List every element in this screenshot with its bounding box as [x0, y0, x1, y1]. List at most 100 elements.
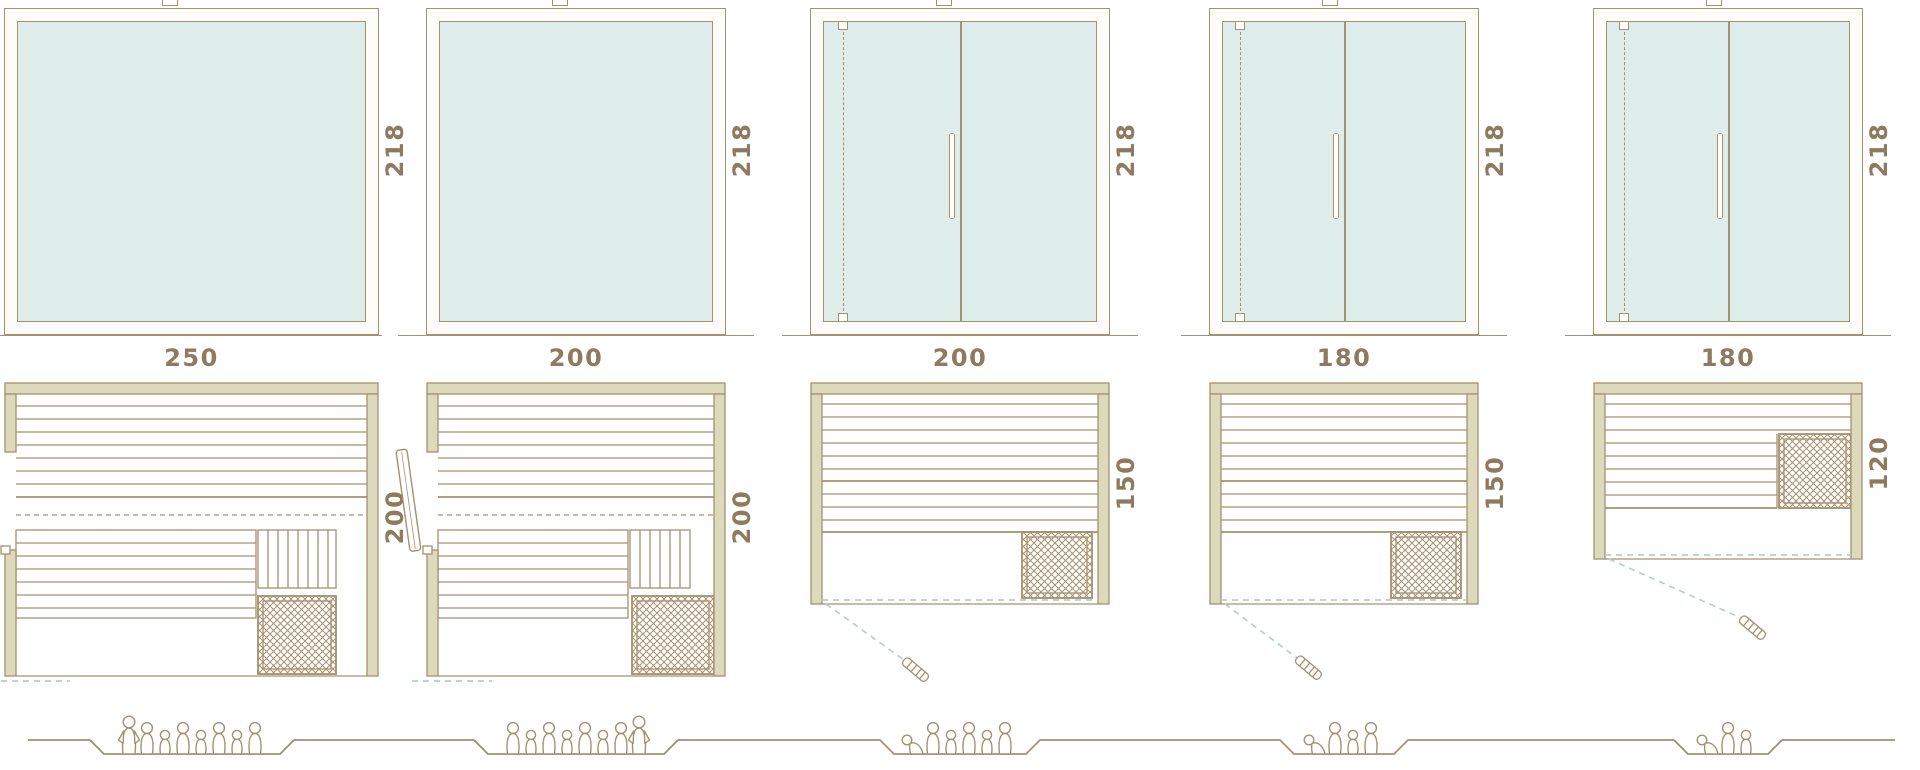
floor-line [782, 335, 1138, 336]
door-leaf [900, 655, 931, 684]
door-pivot-bottom [838, 313, 849, 322]
door-hinge-dashed-line [1239, 22, 1241, 321]
person-icon [1721, 721, 1735, 755]
person-icon [1696, 734, 1719, 755]
door-handle [1717, 132, 1723, 219]
wall-left-lower [4, 549, 17, 677]
upper-bench-slats [1221, 403, 1467, 470]
width-dimension-label: 180 [1700, 344, 1756, 372]
capacity-group-8 [117, 715, 262, 755]
wall-top [1209, 382, 1479, 395]
plan-linework [0, 382, 379, 682]
capacity-group-6 [901, 721, 1012, 755]
roof-tick [552, 0, 568, 6]
wall-left-upper [4, 393, 17, 453]
door-leaf [1737, 613, 1768, 642]
person-icon [1303, 734, 1326, 755]
elevation-drawing [810, 8, 1110, 335]
glass-panel [823, 21, 1097, 322]
person-icon [231, 729, 243, 755]
model-column-200x200: 200 218 [384, 0, 768, 770]
roof-tick [162, 0, 178, 6]
person-icon [962, 721, 976, 755]
height-dimension-label: 218 [1481, 122, 1509, 178]
upper-bench-slats [822, 403, 1098, 470]
plan-linework [810, 382, 1110, 684]
floor-plan-drawing [395, 382, 726, 682]
door-leaf [395, 448, 422, 552]
door-hinge-dashed-line [843, 22, 845, 321]
lower-bench-slats [822, 493, 1098, 521]
floor-line [0, 335, 382, 336]
upper-bench-slats [438, 405, 714, 485]
person-icon [525, 729, 537, 755]
door-handle [1333, 132, 1339, 219]
door-pivot-bottom [1234, 313, 1245, 322]
width-dimension-label: 180 [1316, 344, 1372, 372]
wall-right [1097, 393, 1110, 605]
elevation-drawing [426, 8, 726, 335]
door-pivot-top [1234, 21, 1245, 30]
door-hinge [0, 545, 11, 555]
floor-line [1181, 335, 1507, 336]
elevation-drawing [1593, 8, 1863, 335]
person-icon [901, 734, 924, 755]
heater [1021, 531, 1093, 599]
person-icon [195, 729, 207, 755]
wall-left-lower [426, 549, 439, 677]
width-dimension-label: 200 [932, 344, 988, 372]
person-icon [578, 721, 592, 755]
model-column-200x150: 200 218 150 [768, 0, 1152, 770]
person-icon [506, 721, 520, 755]
wall-top [1593, 382, 1863, 395]
roof-tick [936, 0, 952, 6]
person-icon [159, 729, 171, 755]
floor-plan-drawing [0, 382, 379, 682]
wall-top [810, 382, 1110, 395]
door-divider-line [1728, 22, 1730, 321]
person-icon [248, 721, 262, 755]
person-icon [176, 721, 190, 755]
door-hinge-dashed-line [1623, 22, 1625, 321]
glass-panel [439, 21, 713, 322]
height-dimension-label: 218 [1865, 122, 1893, 178]
door-handle [949, 132, 955, 219]
door-hinge [422, 545, 433, 555]
floor-line [1565, 335, 1891, 336]
depth-dimension-label: 120 [1865, 435, 1893, 491]
glass-panel [1222, 21, 1466, 322]
door-pivot-bottom [1618, 313, 1629, 322]
wall-top [426, 382, 726, 395]
door-pivot-top [1618, 21, 1629, 30]
duckboard [257, 529, 337, 589]
lower-bench-slats [438, 542, 628, 609]
capacity-group-4 [1303, 721, 1378, 755]
depth-dimension-label: 150 [1112, 455, 1140, 511]
heater [257, 595, 337, 675]
person-icon [614, 721, 628, 755]
wall-left [1209, 393, 1222, 605]
lower-bench-slats [1605, 442, 1777, 496]
terrain-line [28, 739, 1895, 755]
person-icon [1328, 721, 1342, 755]
person-icon [926, 721, 940, 755]
person-icon [542, 721, 556, 755]
capacity-row [28, 715, 1895, 755]
door-swing-dash [1224, 603, 1298, 659]
roof-tick [1706, 0, 1722, 6]
height-dimension-label: 218 [728, 122, 756, 178]
plan-linework [1209, 382, 1479, 682]
floor-plan-drawing [1593, 382, 1863, 642]
elevation-drawing [1209, 8, 1479, 335]
model-column-180x150: 180 218 150 [1152, 0, 1536, 770]
person-icon [998, 721, 1012, 755]
wall-left [1593, 393, 1606, 560]
lower-bench-slats [1221, 493, 1467, 521]
heater [1778, 433, 1852, 509]
depth-dimension-label: 150 [1481, 455, 1509, 511]
person-icon [561, 729, 573, 755]
capacity-group-8 [506, 715, 651, 755]
door-leaf [1293, 653, 1324, 682]
model-column-180x120: 180 218 120 [1536, 0, 1920, 770]
person-icon [1740, 729, 1752, 755]
